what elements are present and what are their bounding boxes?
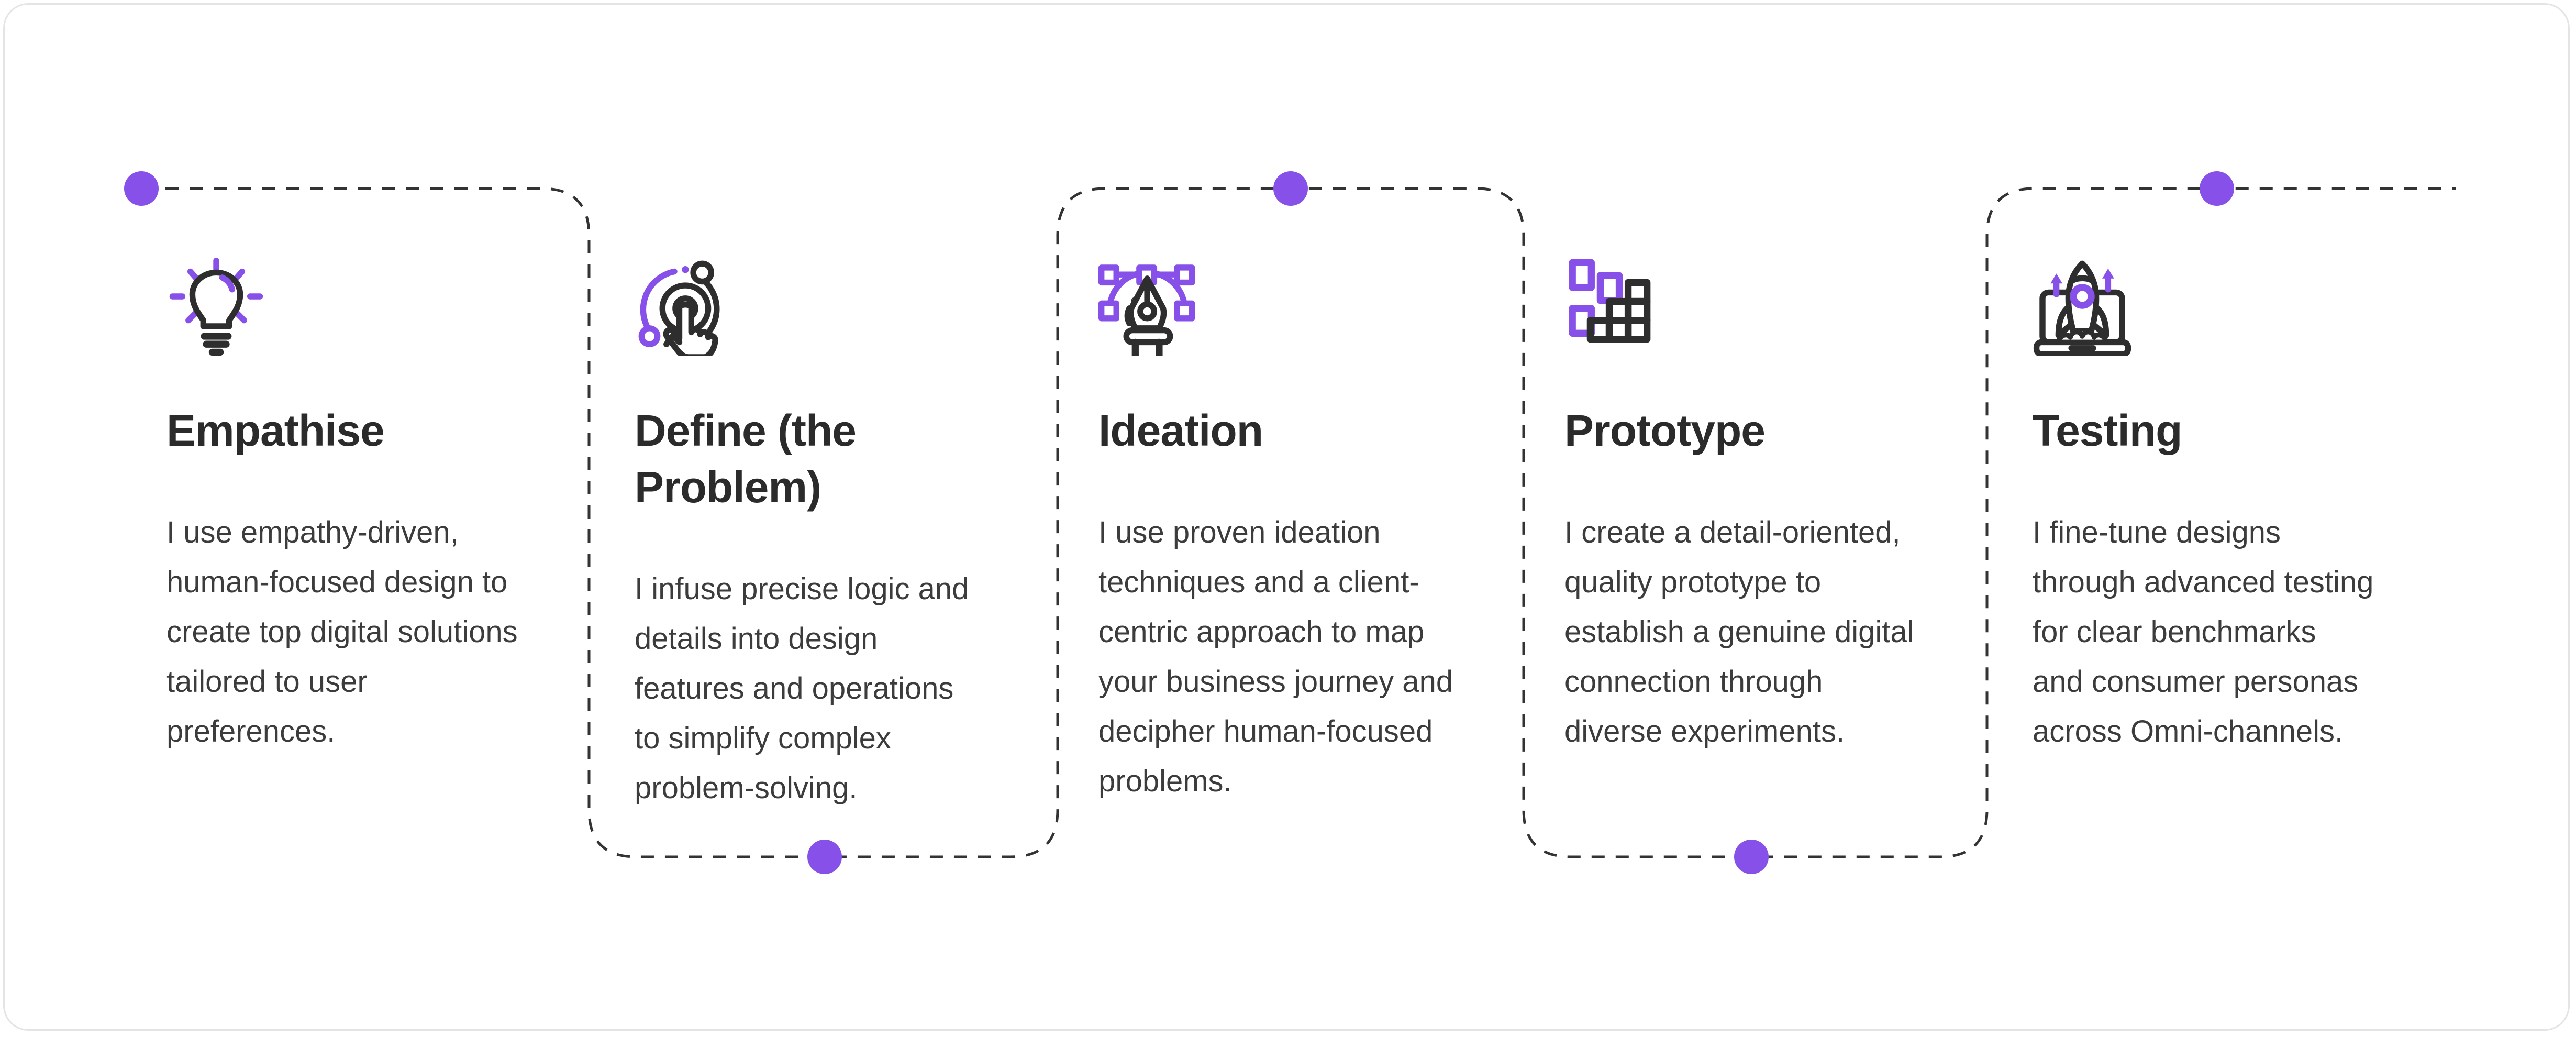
step-title: Empathise	[166, 406, 385, 455]
step-prototype: Prototype I create a detail-oriented, qu…	[1564, 257, 2004, 756]
rocket-launch-icon	[2033, 257, 2132, 356]
step-description: I create a detail-oriented, quality prot…	[1564, 515, 1914, 748]
step-ideation: Ideation I use proven ideation technique…	[1098, 257, 1538, 806]
touch-target-icon	[635, 257, 734, 356]
flow-dot	[807, 840, 842, 874]
step-description: I use empathy-driven, human-focused desi…	[166, 515, 518, 748]
step-title: Prototype	[1564, 406, 1766, 455]
step-title: Ideation	[1098, 406, 1263, 455]
step-description: I fine-tune designs through advanced tes…	[2033, 515, 2374, 748]
lightbulb-icon	[166, 257, 266, 356]
step-title: Define (the Problem)	[635, 406, 857, 512]
step-title: Testing	[2033, 406, 2182, 455]
flow-dot	[2200, 171, 2234, 206]
step-description: I infuse precise logic and details into …	[635, 572, 969, 805]
step-testing: Testing I fine-tune designs through adva…	[2033, 257, 2472, 756]
flow-dot	[124, 171, 159, 206]
blocks-icon	[1564, 257, 1664, 356]
flow-dot	[1273, 171, 1308, 206]
step-description: I use proven ideation techniques and a c…	[1098, 515, 1453, 798]
flow-dot	[1734, 840, 1769, 874]
step-define: Define (the Problem) I infuse precise lo…	[635, 257, 1074, 813]
step-empathise: Empathise I use empathy-driven, human-fo…	[166, 257, 606, 756]
pen-tool-icon	[1098, 257, 1198, 356]
